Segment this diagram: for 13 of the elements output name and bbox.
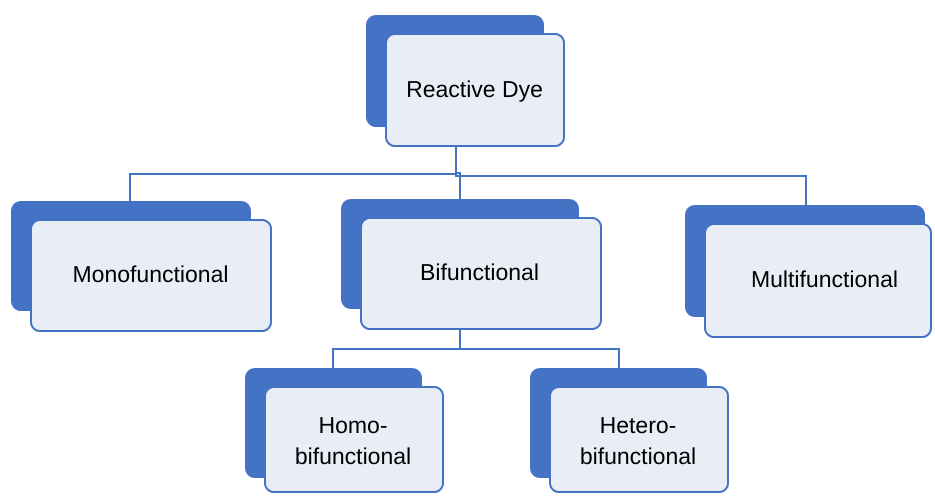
node-label: Multifunctional: [750, 264, 898, 294]
node-label: Reactive Dye: [406, 74, 543, 104]
stacked-box: [11, 201, 272, 332]
stacked-box: [366, 15, 565, 147]
node-label: Hetero-bifunctional: [578, 411, 698, 471]
stacked-box: [245, 368, 444, 493]
stacked-box: [341, 199, 602, 330]
node-label: Homo-bifunctional: [294, 411, 412, 471]
stacked-box: [685, 205, 932, 338]
connector-line: [459, 330, 620, 368]
stacked-box: [530, 368, 729, 493]
node-label: Bifunctional: [420, 258, 539, 286]
node-label: Monofunctional: [72, 260, 228, 288]
